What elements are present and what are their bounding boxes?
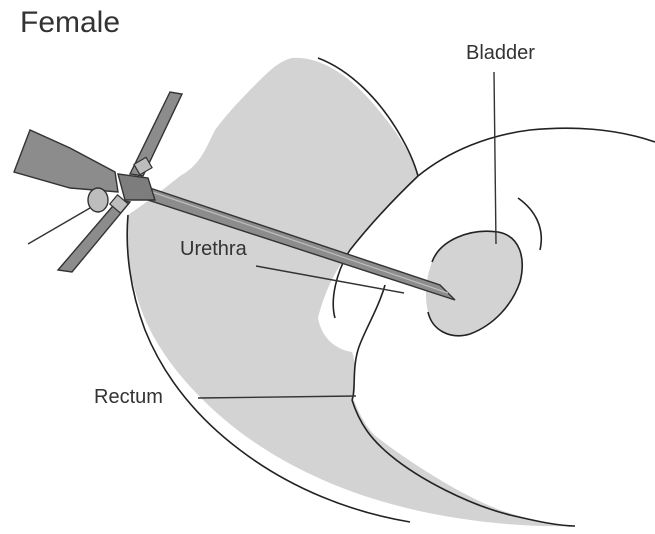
rectum-label: Rectum — [94, 386, 163, 409]
light-post — [88, 188, 108, 212]
cystoscope-eyepiece — [14, 130, 118, 192]
cystoscope-hub — [118, 174, 155, 200]
bladder-label: Bladder — [466, 42, 535, 65]
urethra-label: Urethra — [180, 238, 247, 261]
bladder-outer-arc — [518, 198, 541, 250]
body-contour-line — [418, 128, 655, 176]
vaginal-wall-line — [352, 285, 385, 400]
bladder-region — [426, 231, 522, 336]
bladder-leader — [494, 72, 496, 244]
light-cable — [28, 208, 90, 244]
diagram-title: Female — [20, 6, 120, 40]
